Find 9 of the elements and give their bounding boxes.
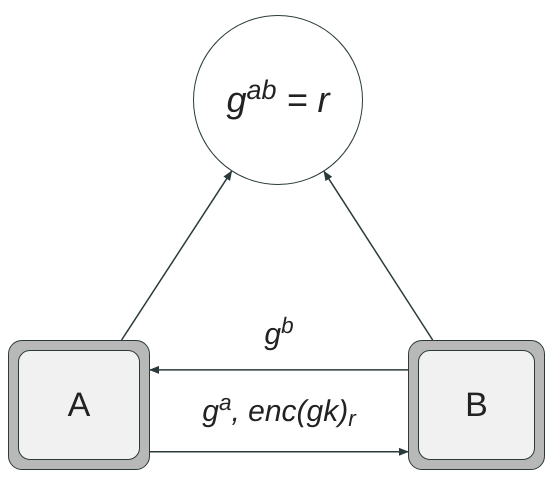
- arrow: [149, 366, 408, 374]
- party-box: [408, 340, 545, 470]
- formula: g$^{ab}$ = r: [226, 74, 330, 122]
- party-label: B: [465, 384, 488, 426]
- arrow: [323, 170, 434, 340]
- arrow: [120, 170, 232, 340]
- party-box: [8, 340, 150, 470]
- arrow: [150, 448, 409, 456]
- party-label: A: [68, 384, 90, 426]
